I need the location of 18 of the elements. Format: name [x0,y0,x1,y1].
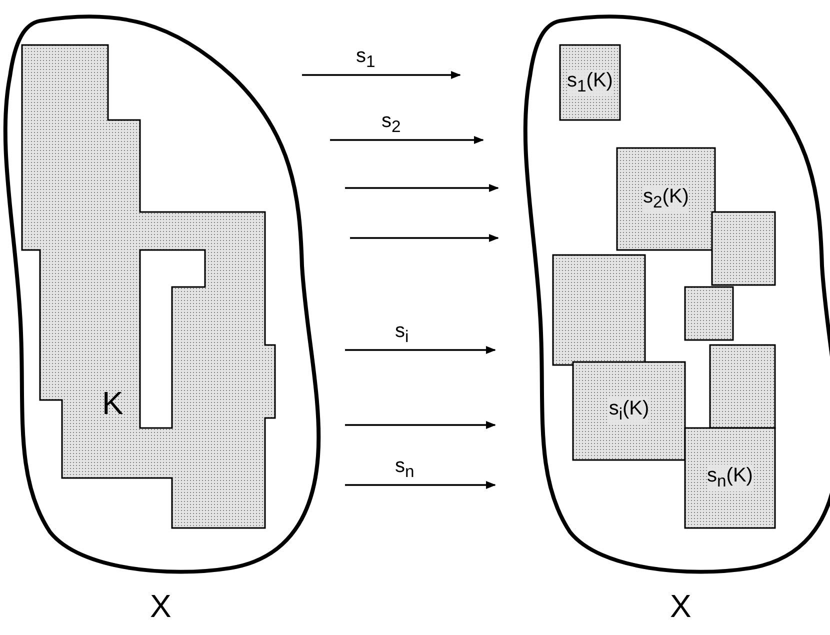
region-label: s$_{1}$(K) [567,69,613,96]
arrow [302,71,461,79]
region-label: s$_{i}$(K) [608,398,650,424]
arrow [345,421,496,429]
arrow [345,184,499,192]
region-label: s$_{2}$(K) [643,186,689,212]
edge-label: s$_{2}$ [382,110,401,137]
set-label: X [150,588,172,625]
region-label: K [102,385,124,422]
arrow [350,234,499,242]
arrow [345,346,496,354]
arrow [345,481,496,489]
arrow [330,136,484,144]
edge-label: s$_{i}$ [395,320,409,347]
edge-label: s$_{n}$ [395,455,414,482]
edge-label: s$_{1}$ [356,45,376,72]
set-label: X [670,588,692,625]
region-label: s$_{n}$(K) [707,464,753,492]
